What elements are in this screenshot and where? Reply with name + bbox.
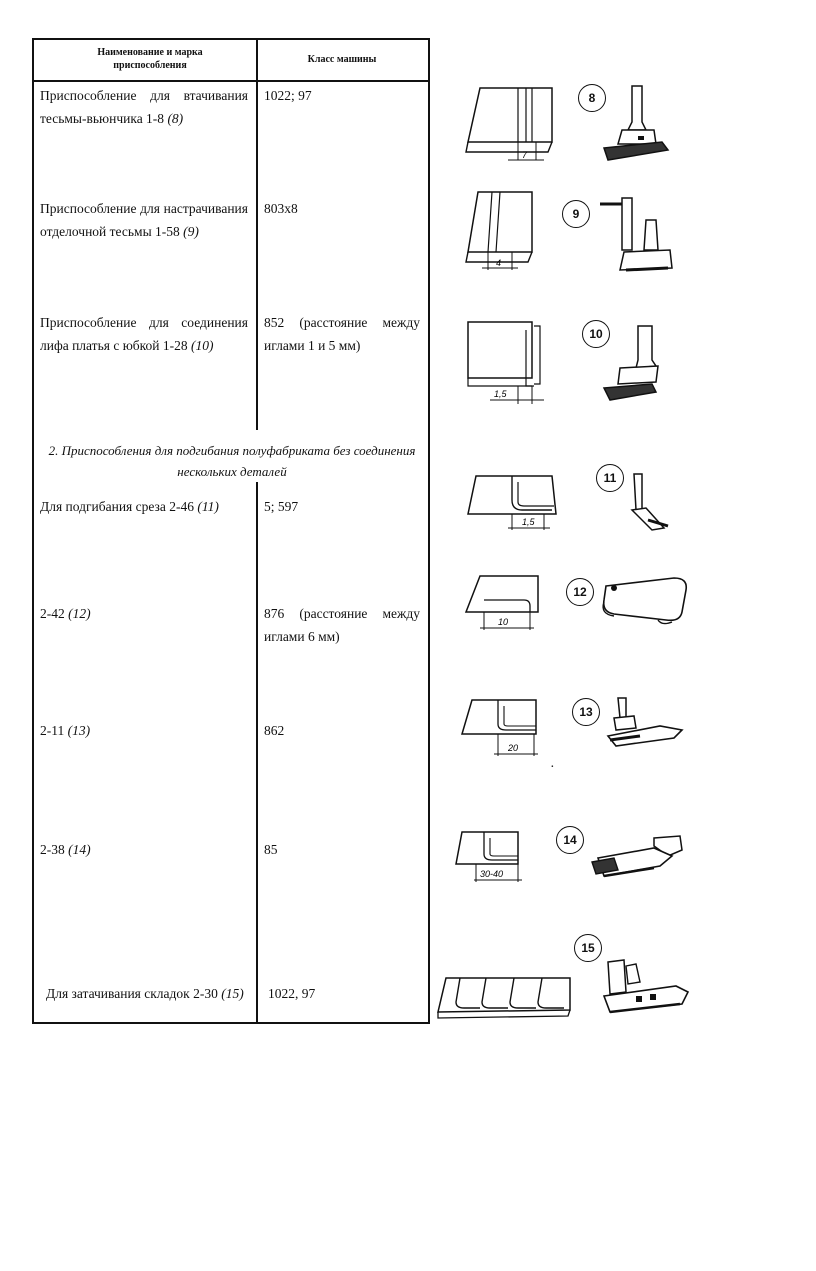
table-row-6-name: 2-11 (13) <box>40 723 91 738</box>
figure-ref: (14) <box>68 842 91 857</box>
table-row-4-name: Для подгибания среза 2-46 (11) <box>40 499 219 514</box>
dimension-label: 1,5 <box>522 517 536 527</box>
table-row-5-machine: 876 (расстояние между иглами 6 мм) <box>264 606 420 644</box>
figure-number-14: 14 <box>556 826 584 854</box>
fabric-diagram-11: 1,5 <box>467 475 557 530</box>
fabric-diagram-15 <box>437 977 571 1019</box>
header-divider <box>32 80 430 82</box>
table-row-1-name: Приспособление для втачивания тесьмы-вью… <box>40 88 248 126</box>
presser-foot-15-icon <box>602 959 690 1014</box>
table-frame <box>32 38 430 1024</box>
column-divider-lower <box>256 482 258 1024</box>
presser-foot-10-icon <box>602 325 659 401</box>
figure-number-8: 8 <box>578 84 606 112</box>
table-row-3-machine: 852 (расстояние между иглами 1 и 5 мм) <box>264 315 420 353</box>
table-row-6-machine: 862 <box>264 723 285 738</box>
figure-ref: (9) <box>183 224 199 239</box>
figure-ref: (8) <box>167 111 184 126</box>
dimension-label: 4 <box>496 258 501 268</box>
dimension-label: 7 <box>522 150 528 160</box>
figure-ref: (13) <box>67 723 91 738</box>
fabric-diagram-8: 7 <box>465 87 553 161</box>
table-row-7-machine: 85 <box>264 842 278 857</box>
dimension-label: 30-40 <box>480 869 503 879</box>
table-row-8-name: Для затачивания складок 2-30 (15) <box>46 986 244 1001</box>
dimension-label: 10 <box>498 617 508 627</box>
fabric-diagram-13: 20 <box>460 699 538 756</box>
figure-number-11: 11 <box>596 464 624 492</box>
figure-ref: (15) <box>221 986 244 1001</box>
figure-number-15: 15 <box>574 934 602 962</box>
figure-number-12: 12 <box>566 578 594 606</box>
guide-12-icon <box>602 577 688 625</box>
header-machine-column: Класс машины <box>307 54 377 65</box>
presser-foot-11-icon <box>630 473 669 531</box>
presser-foot-8-icon <box>602 85 670 161</box>
table-row-7-name: 2-38 (14) <box>40 842 91 857</box>
presser-foot-13-icon <box>606 697 684 747</box>
dimension-label: 1,5 <box>494 389 508 399</box>
stray-mark: · <box>550 760 555 775</box>
table-row-2-name: Приспособление для настрачивания отделоч… <box>40 201 248 239</box>
header-name-column: Наименование и марка приспособления <box>97 47 203 71</box>
fabric-diagram-14: 30-40 <box>455 831 522 882</box>
figure-ref: (11) <box>197 499 219 514</box>
figure-ref: (10) <box>191 338 214 353</box>
figure-number-9: 9 <box>562 200 590 228</box>
table-row-3-name: Приспособление для соединения лифа плать… <box>40 315 248 353</box>
fabric-diagram-9: 4 <box>465 191 533 270</box>
column-divider <box>256 38 258 430</box>
table-row-1-machine: 1022; 97 <box>264 88 312 103</box>
presser-foot-14-icon <box>591 835 683 878</box>
dimension-label: 20 <box>507 743 518 753</box>
fabric-diagram-12: 10 <box>464 575 539 630</box>
presser-foot-9-icon <box>600 197 673 272</box>
table-row-8-machine: 1022, 97 <box>268 986 316 1001</box>
figure-number-10: 10 <box>582 320 610 348</box>
figure-number-13: 13 <box>572 698 600 726</box>
table-row-4-machine: 5; 597 <box>264 499 299 514</box>
section-2-heading: 2. Приспособления для подгибания полуфаб… <box>48 443 416 479</box>
figure-ref: (12) <box>68 606 91 621</box>
table-row-5-name: 2-42 (12) <box>40 606 91 621</box>
table-row-2-machine: 803х8 <box>264 201 298 216</box>
fabric-diagram-10: 1,5 <box>467 321 544 404</box>
